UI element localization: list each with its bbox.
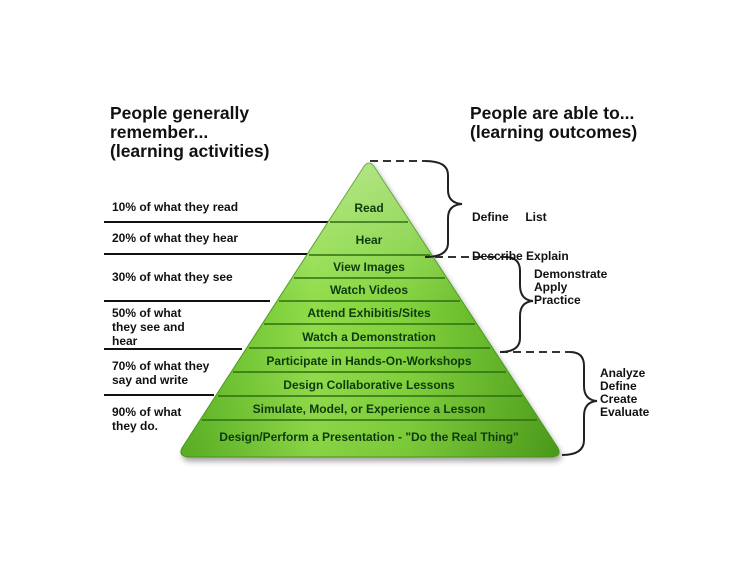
band-watch-demonstration: Watch a Demonstration [302, 330, 436, 344]
outcome-group-apply: Demonstrate Apply Practice [534, 268, 607, 307]
outcome-line: Practice [534, 293, 581, 307]
outcome-line: Apply [534, 280, 568, 294]
retention-label-do: 90% of what they do. [112, 405, 181, 433]
outcome-line: Describe Explain [472, 249, 569, 263]
band-attend-exhibits: Attend Exhibitis/Sites [307, 306, 431, 320]
label-line: say and write [112, 373, 189, 387]
right-header: People are able to... (learning outcomes… [470, 104, 637, 142]
label-line: 50% of what [112, 306, 182, 320]
brace-icon [499, 256, 534, 353]
divider-line [104, 300, 270, 302]
band-hear: Hear [356, 233, 383, 247]
outcome-line: Define [600, 379, 637, 393]
left-header-line-3: (learning activities) [110, 141, 270, 161]
left-header: People generally remember... (learning a… [110, 104, 270, 161]
retention-label-see-and-hear: 50% of what they see and hear [112, 306, 185, 348]
band-watch-videos: Watch Videos [330, 283, 408, 297]
divider-line [104, 253, 310, 255]
band-simulate-model: Simulate, Model, or Experience a Lesson [253, 402, 486, 416]
outcome-line: Evaluate [600, 405, 650, 419]
label-line: 20% of what they hear [112, 231, 239, 245]
retention-label-see: 30% of what they see [112, 270, 233, 284]
label-line: they do. [112, 419, 159, 433]
divider-line [104, 221, 330, 223]
right-header-line-2: (learning outcomes) [470, 122, 638, 142]
divider-line [104, 348, 242, 350]
label-line: 30% of what they see [112, 270, 233, 284]
retention-label-read: 10% of what they read [112, 200, 238, 214]
band-read: Read [354, 201, 383, 215]
outcome-line: Analyze [600, 366, 646, 380]
label-line: 70% of what they [112, 359, 210, 373]
left-header-line-1: People generally [110, 103, 250, 123]
left-header-line-2: remember... [110, 122, 209, 142]
outcome-group-analyze: Analyze Define Create Evaluate [600, 367, 649, 419]
outcome-group-recall: Define List Describe Explain [472, 185, 569, 276]
band-perform-presentation: Design/Perform a Presentation - "Do the … [219, 430, 518, 444]
retention-label-say-and-write: 70% of what they say and write [112, 359, 209, 387]
label-line: 10% of what they read [112, 200, 239, 214]
label-line: they see and [112, 320, 185, 334]
label-line: 90% of what [112, 405, 182, 419]
outcome-line: Create [600, 392, 638, 406]
right-header-line-1: People are able to... [470, 103, 635, 123]
band-view-images: View Images [333, 260, 405, 274]
outcome-line: Demonstrate [534, 267, 608, 281]
outcome-line: Define List [472, 210, 547, 224]
divider-line [104, 394, 214, 396]
band-hands-on-workshops: Participate in Hands-On-Workshops [266, 354, 471, 368]
band-collaborative-lessons: Design Collaborative Lessons [283, 378, 455, 392]
retention-label-hear: 20% of what they hear [112, 231, 238, 245]
brace-icon [424, 160, 463, 258]
brace-icon [561, 351, 598, 456]
label-line: hear [112, 334, 138, 348]
